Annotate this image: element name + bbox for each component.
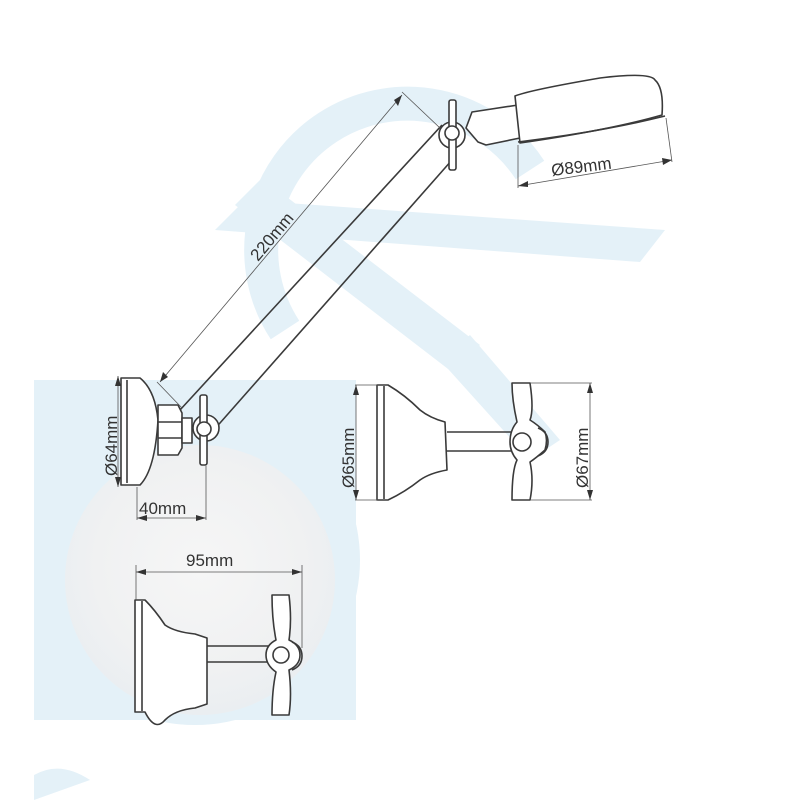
side-view-extended: 220mm Ø89mm Ø64mm 40mm [102, 74, 673, 521]
knuckle-neck [181, 417, 193, 444]
arrow-head [160, 372, 168, 382]
arrow-head [394, 95, 402, 106]
wall-flange [376, 384, 448, 501]
arrow-head [115, 477, 121, 487]
flange-depth-label: 40mm [139, 499, 186, 518]
flange-diameter-folded-label: Ø65mm [339, 428, 358, 488]
head-diameter-label: Ø89mm [550, 154, 612, 180]
watermark-corner [34, 768, 90, 800]
cross-handle-joint [512, 432, 532, 452]
head-diameter-extension [665, 117, 673, 163]
top-view-arm-folded: 95mm [134, 551, 303, 726]
flange-diameter-label: Ø64mm [102, 416, 121, 476]
arm-length-extension [156, 381, 183, 409]
shower-head [514, 74, 664, 144]
watermark-left-edge [34, 380, 54, 720]
arrow-head [587, 490, 593, 500]
arrow-head [518, 181, 528, 187]
shower-head-face [517, 115, 666, 143]
arrow-head [115, 376, 121, 386]
wall-flange [134, 599, 208, 726]
arrow-head [353, 385, 359, 395]
arrow-head [196, 515, 206, 521]
head-joint-pin [444, 125, 460, 141]
watermark-mask-left [0, 375, 34, 800]
arrow-head [292, 569, 302, 575]
head-diameter-dimension-line [517, 159, 673, 187]
cross-handle-joint [272, 646, 290, 664]
arm-length-dimension-line [159, 94, 403, 383]
hex-nut [157, 404, 183, 456]
watermark [0, 86, 665, 800]
side-view-arm-folded: Ø65mm Ø67mm [339, 382, 593, 501]
arrow-head [137, 515, 147, 521]
cross-handle-cap [291, 641, 303, 671]
arrow-head [662, 158, 672, 165]
arrow-head [587, 383, 593, 393]
arrow-head [136, 569, 146, 575]
overall-depth-label: 95mm [186, 551, 233, 570]
arm-length-extension [401, 91, 441, 129]
wall-joint-pin [196, 421, 212, 437]
arm-edge-lower [204, 159, 453, 441]
handle-height-label: Ø67mm [573, 428, 592, 488]
arrow-head [353, 490, 359, 500]
arm-edge-upper [179, 124, 443, 411]
cross-handle-cap [537, 427, 549, 457]
watermark-band-top [215, 200, 665, 262]
watermark-band [235, 178, 480, 372]
